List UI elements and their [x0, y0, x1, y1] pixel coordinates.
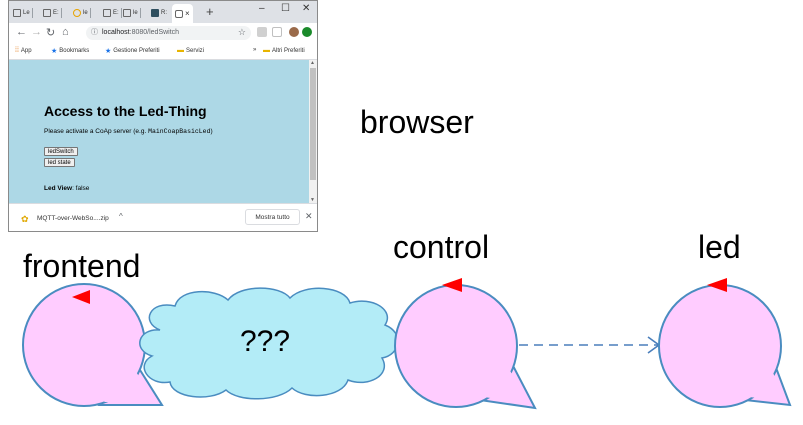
- avatar[interactable]: [289, 27, 299, 37]
- new-tab-button[interactable]: +: [206, 4, 214, 19]
- browser-tab-active[interactable]: ×: [172, 4, 193, 23]
- frontend-actor: [22, 283, 164, 407]
- bookmarks-more-button[interactable]: »: [253, 47, 257, 53]
- minimize-button[interactable]: –: [259, 3, 265, 14]
- browser-tab[interactable]: R:: [151, 5, 167, 21]
- instructions-code: MainCoapBasicLed: [148, 128, 211, 135]
- bookmark-star-icon[interactable]: ☆: [237, 27, 246, 37]
- instructions-text: Please activate a CoAp server (e.g.: [44, 128, 149, 135]
- browser-tab[interactable]: E:: [103, 5, 122, 21]
- bookmark-label: Gestione Preferiti: [113, 48, 160, 54]
- frontend-actor-tail-fill: [104, 372, 157, 402]
- extension-icon[interactable]: [257, 27, 267, 37]
- bookmark-label: Servizi: [186, 47, 205, 54]
- url-host: localhost: [102, 29, 130, 36]
- led-label: led: [698, 229, 741, 265]
- page-icon: [13, 9, 21, 17]
- control-to-led-arrow: [519, 336, 661, 354]
- led-view-value: : false: [72, 185, 90, 192]
- tab-label: le: [83, 10, 88, 16]
- led-actor-tail-fill: [749, 368, 785, 401]
- led-state-button[interactable]: led state: [44, 158, 75, 167]
- control-actor: [394, 278, 537, 410]
- led-view-status: Led View: false: [44, 185, 89, 192]
- unknown-link-cloud: ???: [139, 287, 399, 400]
- back-arrow-icon[interactable]: ←: [16, 26, 27, 38]
- url-path: :8080/ledSwitch: [129, 29, 180, 36]
- folder-icon: ▬: [177, 47, 184, 54]
- page-icon: [43, 9, 51, 17]
- led-view-label: Led View: [44, 185, 73, 192]
- browser-tab[interactable]: Le: [13, 5, 33, 21]
- bulb-icon: [73, 9, 81, 17]
- page-icon: [103, 9, 111, 17]
- scroll-up-icon[interactable]: ▲: [310, 60, 315, 66]
- tab-label: E:: [113, 10, 119, 16]
- browser-window: Le E: le E: le R: × + – ☐ ✕ ← → ↻ ⌂ ⓘ lo…: [8, 0, 318, 232]
- led-marker-icon: [707, 278, 727, 292]
- browser-toolbar: ← → ↻ ⌂ ⓘ localhost:8080/ledSwitch ☆: [9, 23, 317, 43]
- download-file-icon: ✿: [21, 214, 29, 224]
- tab-label: E:: [53, 10, 59, 16]
- cloud-shape: [139, 287, 399, 400]
- page-icon: [123, 9, 131, 17]
- instructions-text: ): [210, 128, 213, 135]
- bookmarks-bar: ⁞⁞App ★Bookmarks ★Gestione Preferiti ▬Se…: [9, 43, 317, 60]
- tab-strip: Le E: le E: le R: × + – ☐ ✕: [9, 1, 317, 23]
- bookmark-apps[interactable]: ⁞⁞App: [15, 47, 32, 54]
- terminal-icon: [151, 9, 159, 17]
- star-icon: ★: [105, 48, 112, 55]
- home-icon[interactable]: ⌂: [62, 26, 69, 38]
- folder-icon: ▬: [263, 47, 270, 54]
- led-actor: [658, 278, 792, 408]
- scrollbar[interactable]: ▲ ▼: [309, 60, 317, 203]
- maximize-button[interactable]: ☐: [281, 3, 290, 14]
- browser-tab[interactable]: le: [73, 5, 91, 21]
- bookmark-servizi[interactable]: ▬Servizi: [177, 47, 204, 54]
- bookmark-label: App: [20, 47, 32, 54]
- tab-label: Le: [23, 10, 30, 16]
- bookmark-other[interactable]: ▬Altri Preferiti: [263, 47, 305, 54]
- chevron-up-icon[interactable]: ^: [119, 212, 123, 221]
- scroll-thumb[interactable]: [310, 68, 316, 180]
- close-download-bar-icon[interactable]: ✕: [305, 211, 313, 221]
- close-window-button[interactable]: ✕: [302, 3, 311, 14]
- address-bar[interactable]: ⓘ localhost:8080/ledSwitch ☆: [86, 26, 251, 40]
- scroll-down-icon[interactable]: ▼: [310, 197, 315, 203]
- control-actor-tail-fill: [484, 364, 530, 404]
- frontend-label: frontend: [23, 248, 141, 284]
- browser-tab[interactable]: E:: [43, 5, 62, 21]
- reload-icon[interactable]: ↻: [46, 27, 56, 39]
- extension-icon[interactable]: [302, 27, 312, 37]
- browser-label: browser: [360, 104, 474, 140]
- url-text: localhost:8080/ledSwitch: [102, 26, 179, 40]
- frontend-marker-icon: [72, 290, 90, 304]
- apps-icon: ⁞⁞: [15, 47, 19, 54]
- download-filename[interactable]: MQTT-over-WebSo....zip: [37, 215, 109, 222]
- bookmark-label: Altri Preferiti: [272, 47, 305, 54]
- page-title: Access to the Led-Thing: [44, 103, 207, 119]
- led-switch-button[interactable]: ledSwitch: [44, 147, 78, 156]
- page-content: Access to the Led-Thing Please activate …: [9, 60, 309, 203]
- download-bar: ✿ MQTT-over-WebSo....zip ^ Mostra tutto …: [9, 203, 317, 231]
- control-marker-icon: [442, 278, 462, 292]
- star-icon: ★: [51, 48, 58, 55]
- bookmark-bookmarks[interactable]: ★Bookmarks: [51, 47, 89, 55]
- forward-arrow-icon[interactable]: →: [31, 26, 42, 38]
- extension-icon[interactable]: [272, 27, 282, 37]
- control-label: control: [393, 229, 490, 265]
- page-instructions: Please activate a CoAp server (e.g. Main…: [44, 128, 213, 135]
- info-icon[interactable]: ⓘ: [91, 29, 98, 36]
- browser-tab[interactable]: le: [123, 5, 141, 21]
- switch-icon: [175, 9, 183, 18]
- show-all-button[interactable]: Mostra tutto: [245, 209, 300, 225]
- cloud-label: ???: [240, 325, 290, 358]
- close-tab-icon[interactable]: ×: [185, 9, 190, 18]
- bookmark-label: Bookmarks: [59, 48, 90, 54]
- tab-label: le: [133, 10, 138, 16]
- tab-label: R:: [161, 10, 167, 16]
- bookmark-gestione-preferiti[interactable]: ★Gestione Preferiti: [105, 47, 160, 55]
